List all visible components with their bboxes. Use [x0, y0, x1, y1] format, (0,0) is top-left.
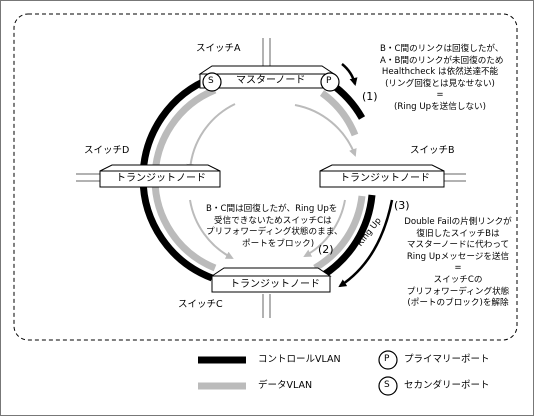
secondary-port-letter: S: [208, 76, 214, 86]
switch-b-name: スイッチB: [410, 145, 455, 156]
switch-d-role: トランジットノード: [116, 173, 206, 184]
data-flow-arcs: [186, 103, 357, 259]
legend-primary-letter: P: [384, 354, 390, 364]
switch-a-node: [198, 65, 336, 89]
note-step-2: B・C間は回復したが、Ring Upを 受信できないためスイッチCは プリフォワ…: [206, 204, 343, 249]
note-step-3: Double Failの片側リンクが 復旧したスイッチBは マスターノードに代わ…: [404, 217, 512, 309]
switch-c-node: [210, 267, 332, 293]
healthcheck-arrow: [341, 63, 358, 86]
legend: [198, 350, 398, 396]
external-link-c: [262, 294, 271, 318]
note-step-1: B・C間のリンクは回復したが、 A・B間のリンクが未回復のため Healthch…: [380, 44, 504, 112]
switch-b-node: [319, 164, 445, 188]
legend-primary-port-icon: [378, 350, 398, 370]
step-2-label: (2): [318, 243, 334, 256]
legend-secondary-port-icon: [378, 376, 398, 396]
primary-port-icon: [320, 72, 340, 92]
step-3-label: (3): [394, 199, 410, 212]
switch-a-role: マスターノード: [236, 75, 306, 86]
switch-d-name: スイッチD: [84, 145, 130, 156]
external-link-a: [262, 38, 271, 66]
switch-b-role: トランジットノード: [340, 173, 430, 184]
switch-a-name: スイッチA: [196, 43, 241, 54]
step-1-label: (1): [362, 90, 378, 103]
legend-primary-port-label: プライマリーポート: [404, 354, 490, 365]
legend-data-vlan-label: データVLAN: [258, 380, 313, 391]
primary-port-letter: P: [326, 76, 332, 86]
switch-d-node: [99, 164, 221, 188]
ring-up-arrow: [338, 199, 394, 288]
legend-secondary-port-label: セカンダリーポート: [404, 380, 490, 391]
switch-c-name: スイッチC: [178, 299, 223, 310]
secondary-port-icon: [202, 72, 222, 92]
external-link-d: [76, 173, 101, 182]
legend-secondary-letter: S: [384, 380, 390, 390]
switch-c-role: トランジットノード: [230, 279, 320, 290]
legend-control-vlan-label: コントロールVLAN: [258, 354, 341, 365]
ring-domain-frame: [13, 13, 518, 341]
